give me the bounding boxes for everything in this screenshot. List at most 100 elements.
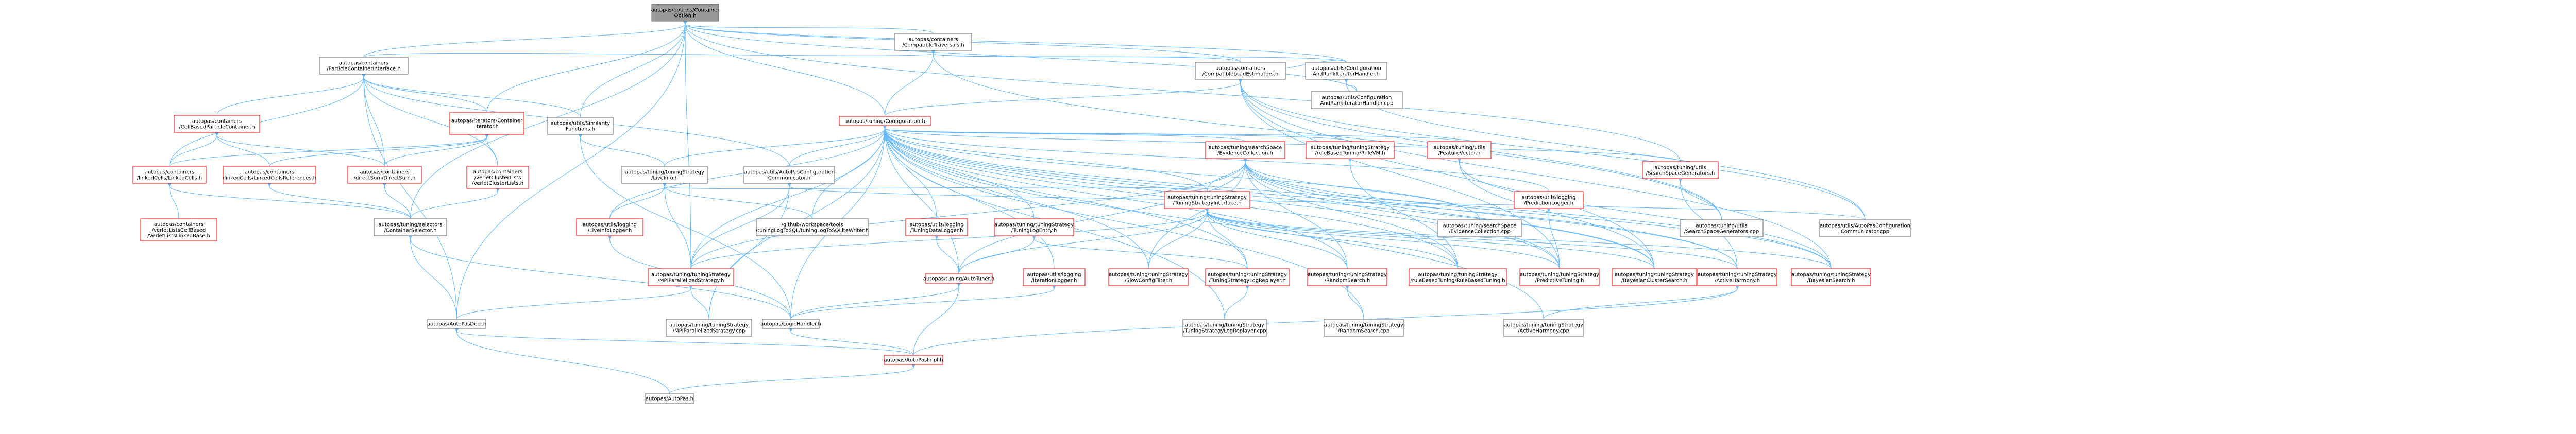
node-label: autopas/LogicHandler.h [760,322,821,327]
graph-node[interactable]: autopas/tuning/searchSpace/EvidenceColle… [1205,141,1285,159]
node-label: autopas/containers [154,222,204,228]
node-box [1305,62,1387,80]
graph-node[interactable]: autopas/tuning/searchSpace/EvidenceColle… [1437,219,1522,237]
node-label: autopas/tuning/tuningStrategy [625,170,704,176]
edge-randomcpp-to-random [1345,285,1364,320]
graph-node[interactable]: autopas/tuning/tuningStrategy/TuningLogE… [994,218,1074,236]
edge-iter-to-pcif [361,73,487,113]
edge-liveinfolog-to-liveinfo [609,182,667,219]
graph-node[interactable]: autopas/AutoPasImpl.h [884,355,943,365]
graph-node[interactable]: autopas/utils/logging/PredictionLogger.h [1514,191,1584,209]
graph-node[interactable]: autopas/tuning/tuningStrategy/RandomSear… [1324,319,1404,337]
graph-node[interactable]: autopas/containers/linkedCells/LinkedCel… [132,166,207,184]
graph-node[interactable]: autopas/containers/linkedCells/LinkedCel… [223,166,316,184]
graph-node[interactable]: autopas/containers/verletListsCellBased/… [140,218,217,241]
edge-vcl-to-iter [484,133,498,167]
graph-node[interactable]: autopas/utils/ConfigurationAndRankIterat… [1305,62,1387,80]
graph-node[interactable]: autopas/tuning/tuningStrategy/Predictive… [1519,268,1600,286]
graph-node[interactable]: autopas/utils/AutoPasConfigurationCommun… [1819,219,1911,237]
node-label: autopas/iterators/Container [451,118,523,124]
node-label: autopas/containers [473,169,522,175]
node-label: /TuningStrategyLogReplayer.h [1209,278,1286,284]
edge-iter-to-root [486,20,688,113]
graph-node[interactable]: autopas/tuning/selectors/ContainerSelect… [374,218,447,236]
node-box [762,319,820,329]
graph-node[interactable]: autopas/tuning/tuningStrategy/BayesianSe… [1791,268,1871,286]
graph-node[interactable]: autopas/AutoPas.h [645,393,694,404]
node-label: autopas/tuning/tuningStrategy [1520,272,1599,278]
graph-node[interactable]: autopas/tuning/utils/FeatureVector.h [1427,141,1492,159]
node-label: autopas/tuning/tuningStrategy [1791,272,1871,278]
node-box [1108,268,1189,286]
graph-node[interactable]: autopas/tuning/tuningStrategy/ruleBasedT… [1306,141,1395,159]
graph-node[interactable]: autopas/containers/verletClusterLists/Ve… [466,166,529,189]
node-box [1311,91,1403,109]
edge-rbtuning-to-searchspace [1243,158,1458,269]
graph-node[interactable]: autopas/tuning/Configuration.h [839,116,931,126]
graph-node[interactable]: /github/workspace/tools/tuningLogToSQL/t… [756,218,869,236]
edge-sqlite-to-liveinfo [662,182,812,219]
graph-node[interactable]: autopas/LogicHandler.h [760,319,821,329]
edge-selector-to-linkedcells [167,182,411,219]
node-label: autopas/tuning/tuningStrategy [651,272,731,278]
node-box [1182,319,1267,337]
edge-bayescluster-to-searchspace [1243,158,1655,269]
node-box [839,116,931,126]
graph-node[interactable]: autopas/utils/AutoPasConfigurationCommun… [743,166,835,184]
edge-predlog-to-tuneconf [883,125,1549,192]
graph-node[interactable]: autopas/tuning/tuningStrategy/BayesianCl… [1612,268,1697,286]
graph-node[interactable]: autopas/tuning/tuningStrategy/ActiveHarm… [1697,268,1777,286]
node-box [925,273,993,284]
edge-autopash-to-autopasimpl [669,363,916,394]
node-label: Communicator.h [768,176,810,181]
graph-node[interactable]: autopas/utils/logging/LiveInfoLogger.h [576,218,643,236]
node-box [1164,191,1250,209]
edge-autopasdecl-to-pcif [361,73,457,320]
edge-directsum-to-pcif [361,73,385,167]
graph-node[interactable]: autopas/containers/directSum/DirectSum.h [347,166,422,184]
graph-node[interactable]: autopas/tuning/AutoTuner.h [923,273,994,284]
graph-node[interactable]: autopas/tuning/tuningStrategy/MPIParalle… [666,319,752,337]
graph-node[interactable]: autopas/tuning/tuningStrategy/RandomSear… [1307,268,1387,286]
edge-cfgh-to-compat [931,49,1347,63]
edge-simfunc-to-pcif [361,73,581,118]
graph-node[interactable]: autopas/containers/CellBasedParticleCont… [174,115,260,133]
node-label: autopas/tuning/searchSpace [1443,223,1517,229]
graph-node[interactable]: autopas/tuning/tuningStrategy/SlowConfig… [1108,268,1189,286]
node-label: /FeatureVector.h [1438,151,1481,157]
node-label: /verletClusterLists [474,175,521,181]
graph-node[interactable]: autopas/tuning/tuningStrategy/TuningStra… [1182,319,1267,337]
graph-node[interactable]: autopas/AutoPasDecl.h [427,319,486,329]
edge-predtuning-to-predlog [1546,207,1560,269]
node-box [174,115,260,133]
edge-autotuner-to-tsi [958,207,1210,274]
graph-node[interactable]: autopas/tuning/tuningStrategy/TuningStra… [1164,191,1250,209]
edge-linkedrefs-to-cellbased [214,131,270,167]
node-box [1819,219,1911,237]
node-label: autopas/tuning/tuningStrategy [1109,272,1188,278]
graph-node[interactable]: autopas/tuning/utils/SearchSpaceGenerato… [1680,219,1764,237]
graph-node[interactable]: autopas/tuning/utils/SearchSpaceGenerato… [1642,161,1719,179]
graph-node[interactable]: autopas/utils/ConfigurationAndRankIterat… [1311,91,1403,109]
edge-linkedcells-to-pcif [169,73,366,167]
node-label: autopas/tuning/utils [1654,165,1706,171]
edge-searchspace-to-tuneconf [883,125,1246,142]
graph-node[interactable]: autopas/tuning/tuningStrategy/LiveInfo.h [621,166,708,184]
edge-autotuner-to-tunlogentry [958,235,1037,274]
node-label: /VerletClusterLists.h [472,181,523,186]
graph-node[interactable]: autopas/utils/logging/TuningDataLogger.h [905,218,968,236]
edge-slowfilter-to-searchspace [1148,158,1248,269]
graph-node[interactable]: autopas/tuning/tuningStrategy/ruleBasedT… [1409,268,1507,286]
graph-node[interactable]: autopas/tuning/tuningStrategy/ActiveHarm… [1503,319,1584,337]
node-label: /RandomSearch.cpp [1338,328,1390,334]
graph-node[interactable]: autopas/containers/ParticleContainerInte… [319,57,409,75]
graph-node[interactable]: autopas/utils/logging/IterationLogger.h [1023,268,1086,286]
graph-node[interactable]: autopas/tuning/tuningStrategy/TuningStra… [1205,268,1290,286]
graph-node[interactable]: autopas/tuning/tuningStrategy/MPIParalle… [648,268,734,286]
graph-node[interactable]: autopas/containers/CompatibleLoadEstimat… [1195,62,1286,80]
edge-cellbased-to-pcif [216,73,366,116]
graph-node[interactable]: autopas/containers/CompatibleTraversals.… [894,33,972,51]
